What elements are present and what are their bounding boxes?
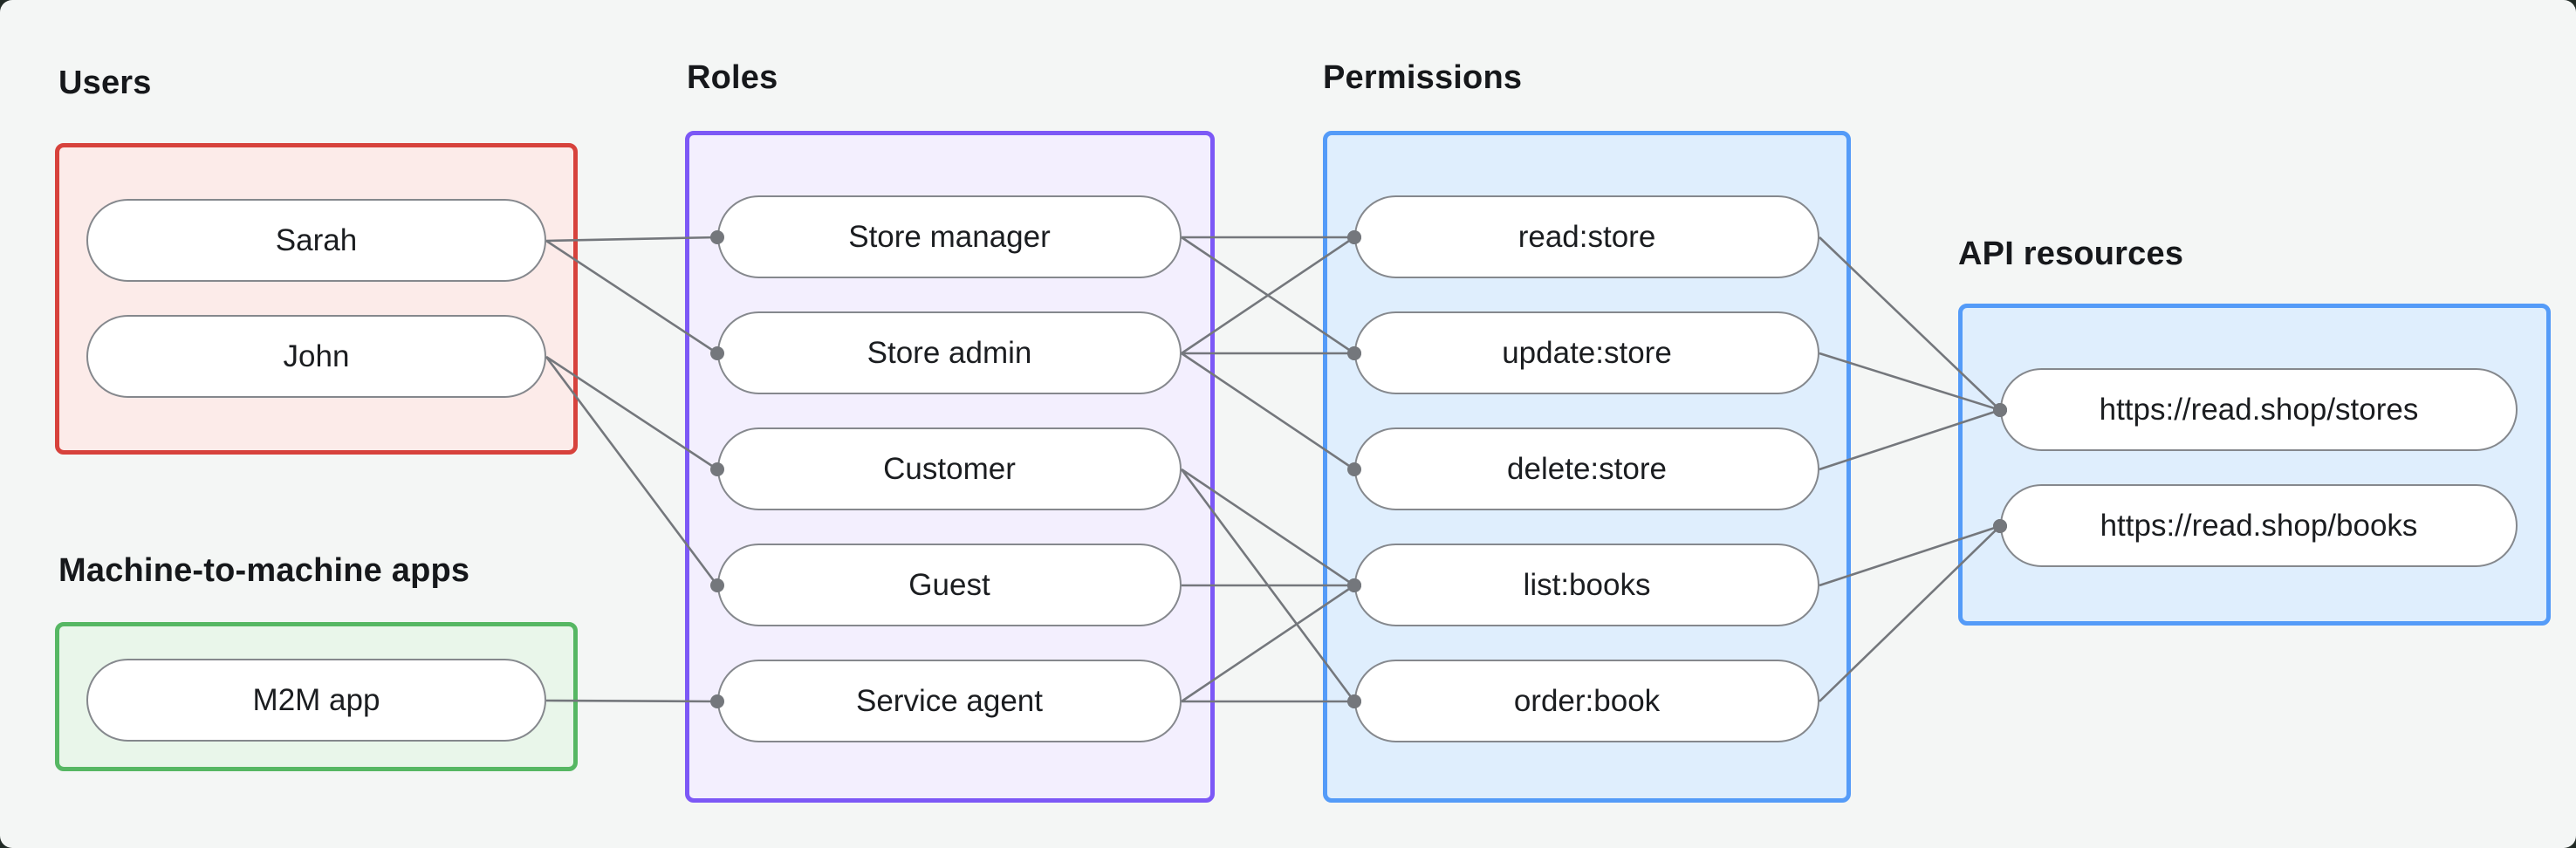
users-group-box [55, 143, 578, 455]
roles-group-label: Roles [687, 59, 778, 96]
node-api-resource-books: https://read.shop/books [2000, 484, 2518, 567]
node-role-customer: Customer [717, 427, 1182, 510]
node-role-guest: Guest [717, 544, 1182, 626]
api-resources-group-box [1958, 304, 2551, 626]
node-permission-update-store: update:store [1354, 311, 1819, 394]
node-role-service-agent: Service agent [717, 660, 1182, 742]
api-resources-group-label: API resources [1958, 236, 2184, 272]
node-role-store-manager: Store manager [717, 195, 1182, 278]
permissions-group-label: Permissions [1323, 59, 1523, 96]
node-user-john: John [86, 315, 546, 398]
node-m2m-app: M2M app [86, 659, 546, 742]
m2m-group-label: Machine-to-machine apps [58, 552, 470, 589]
users-group-label: Users [58, 65, 152, 101]
node-permission-delete-store: delete:store [1354, 427, 1819, 510]
node-role-store-admin: Store admin [717, 311, 1182, 394]
node-user-sarah: Sarah [86, 199, 546, 282]
node-api-resource-stores: https://read.shop/stores [2000, 368, 2518, 451]
node-permission-read-store: read:store [1354, 195, 1819, 278]
node-permission-list-books: list:books [1354, 544, 1819, 626]
node-permission-order-book: order:book [1354, 660, 1819, 742]
